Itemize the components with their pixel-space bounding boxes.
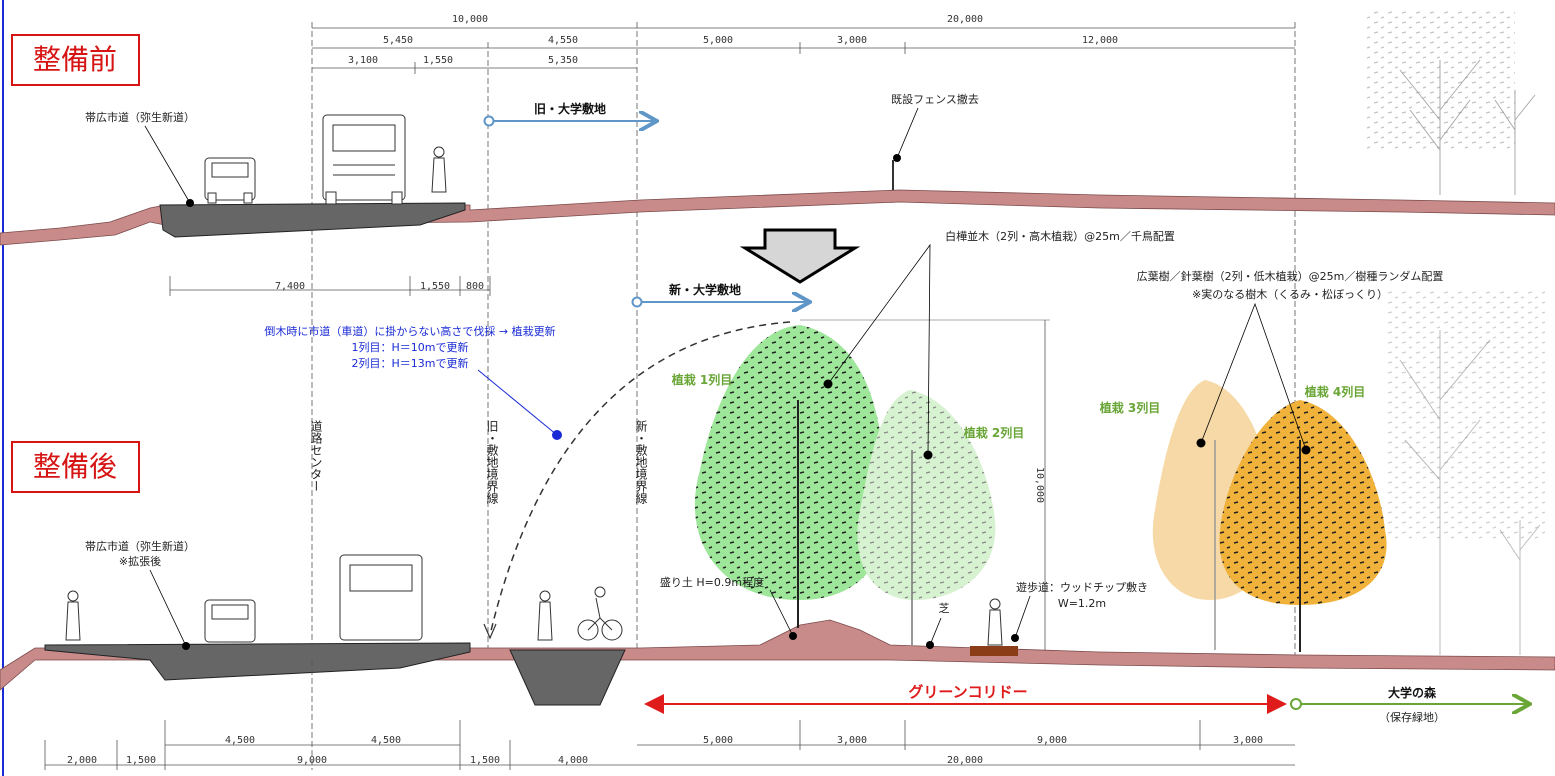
dim-9000-after: 9,000	[1037, 735, 1067, 746]
truck-icon-after	[339, 554, 423, 641]
forest-marker	[1290, 698, 1302, 710]
tree-height-label: 10,000	[1034, 467, 1045, 503]
new-site-marker	[631, 296, 643, 308]
dim-3000-after-2: 3,000	[1233, 735, 1263, 746]
before-road	[159, 202, 466, 238]
dim-4000: 4,000	[558, 755, 588, 766]
dim-20000: 20,000	[947, 14, 983, 25]
dim-5000: 5,000	[703, 35, 733, 46]
forest-label: 大学の森	[1388, 685, 1437, 700]
path-label-1: 遊歩道：ウッドチップ敷き	[1016, 580, 1148, 594]
wood-chip-path	[970, 646, 1018, 656]
dim-12000: 12,000	[1082, 35, 1118, 46]
dim-3100: 3,100	[348, 55, 378, 66]
after-road-label-2: ※拡張後	[119, 554, 161, 568]
felling-note-2: 1列目：H＝10mで更新	[352, 340, 469, 354]
row3-label: 植栽 3列目	[1099, 400, 1161, 415]
grass-label: 芝	[939, 602, 950, 615]
dim-800: 800	[466, 281, 484, 292]
new-boundary-label: 新・敷地境界線	[634, 419, 648, 504]
cyclist-icon	[577, 586, 623, 641]
before-title-box	[11, 34, 140, 86]
felling-marker	[552, 430, 562, 440]
path-label-2: W=1.2m	[1058, 597, 1106, 610]
after-road	[44, 642, 471, 681]
after-title: 整備後	[33, 450, 117, 483]
row1-label: 植栽 1列目	[671, 372, 733, 387]
dim-5350: 5,350	[548, 55, 578, 66]
after-section: 整備後 新・大学敷地 倒木時に市道（車道）に掛からない高さで伐採 → 植栽更新 …	[0, 229, 1555, 770]
row2-label: 植栽 2列目	[963, 425, 1025, 440]
dim-3000: 3,000	[837, 35, 867, 46]
dim-5000-after: 5,000	[703, 735, 733, 746]
dim-7400: 7,400	[275, 281, 305, 292]
dim-4500-b: 4,500	[371, 735, 401, 746]
dim-20000-after: 20,000	[947, 755, 983, 766]
forest-sub-label: （保存緑地）	[1379, 710, 1445, 724]
felling-note-1: 倒木時に市道（車道）に掛からない高さで伐採 → 植栽更新	[264, 324, 555, 338]
person-icon	[431, 146, 447, 193]
person-icon-path	[987, 598, 1003, 646]
drainage-channel	[509, 649, 626, 706]
old-site-label: 旧・大学敷地	[534, 101, 606, 116]
person-icon-left	[65, 590, 81, 641]
dim-1500-b: 1,500	[470, 755, 500, 766]
truck-icon	[322, 114, 406, 205]
road-center-label: 道路センター	[309, 420, 323, 492]
mound-label: 盛り土 H=0.9m程度	[660, 575, 764, 589]
fence-label: 既設フェンス撤去	[891, 92, 979, 106]
before-road-label: 帯広市道（弥生新道）	[85, 110, 195, 124]
dim-2000: 2,000	[67, 755, 97, 766]
car-icon-after	[204, 599, 256, 643]
forest-foliage	[1385, 290, 1545, 540]
tree-row2-leaves	[857, 390, 996, 600]
old-boundary-label: 旧・敷地境界線	[485, 420, 499, 504]
transition-arrow	[739, 228, 861, 284]
felling-note-3: 2列目：H＝13mで更新	[352, 356, 469, 370]
felling-arc	[489, 321, 791, 636]
car-icon	[204, 157, 256, 204]
broadleaf-note-1: 広葉樹／針葉樹（2列・低木植栽）@25m／樹種ランダム配置	[1137, 269, 1444, 283]
dim-1500-a: 1,500	[126, 755, 156, 766]
dim-3000-after: 3,000	[837, 735, 867, 746]
dim-1550-b: 1,550	[420, 281, 450, 292]
marker-dot	[186, 199, 194, 207]
birch-note: 白樺並木（2列・高木植栽）@25m／千鳥配置	[945, 229, 1175, 243]
tree-row1-leaves	[694, 325, 890, 600]
distant-foliage	[1365, 10, 1515, 150]
before-section: 整備前 10,000 20,000 5,450 4,550 5,000 3,00…	[0, 10, 1555, 665]
dim-4550: 4,550	[548, 35, 578, 46]
bottom-dimensions	[44, 660, 1295, 770]
tree-row4-leaves	[1219, 400, 1387, 605]
after-title-box	[11, 441, 140, 493]
broadleaf-note-2: ※実のなる樹木（くるみ・松ぼっくり）	[1192, 287, 1388, 301]
dim-5450: 5,450	[383, 35, 413, 46]
dim-1550: 1,550	[423, 55, 453, 66]
after-road-label-1: 帯広市道（弥生新道）	[85, 539, 195, 553]
dim-9000: 9,000	[297, 755, 327, 766]
row4-label: 植栽 4列目	[1304, 384, 1366, 399]
before-title: 整備前	[33, 43, 117, 76]
dim-10000: 10,000	[452, 14, 488, 25]
person-icon-sidewalk	[537, 590, 553, 641]
old-site-marker	[483, 115, 495, 127]
new-site-label: 新・大学敷地	[669, 282, 741, 297]
dim-4500-a: 4,500	[225, 735, 255, 746]
green-corridor-label: グリーンコリドー	[908, 683, 1027, 701]
